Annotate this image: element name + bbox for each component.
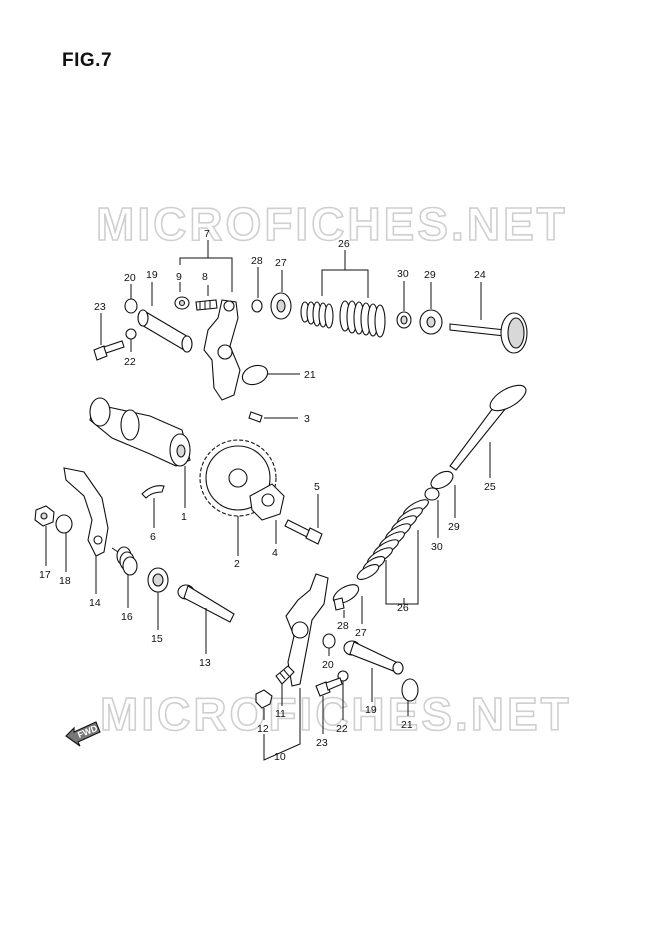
gasket-upper [241,364,269,386]
cotter-upper [251,299,263,313]
callout-16: 16 [121,611,133,623]
valve-seal-lower [424,487,440,501]
bolt-lower [315,677,343,697]
callout-19-top: 19 [146,269,158,281]
callout-18: 18 [59,575,71,587]
callout-17: 17 [39,569,51,581]
callout-3: 3 [304,413,310,425]
o-ring-upper [124,298,138,314]
valve-upper [449,312,528,354]
callout-27-top: 27 [275,257,287,269]
watermark-bottom: MICROFICHES.NET [100,688,572,740]
decomp-plate [249,483,285,521]
callout-8: 8 [202,271,208,283]
valve-springs-upper [300,300,386,338]
rocker-shaft-upper [137,309,193,353]
callout-23-top: 23 [94,301,106,313]
spring-seat-lower [430,470,454,490]
retainer-upper [270,292,292,320]
washer-left [55,514,73,534]
nut-left [34,505,55,527]
callout-28-bottom: 28 [337,620,349,632]
washer-upper [125,328,137,340]
camshaft [89,397,191,467]
gasket-lower [401,678,419,702]
callout-15: 15 [151,633,163,645]
decomp-shaft [177,584,235,623]
sprocket-bolt [284,519,323,545]
callout-labels: 7 8 9 19 20 23 22 28 27 26 30 29 24 21 3… [39,228,496,763]
callout-7: 7 [204,228,210,240]
dowel-pin [248,411,263,423]
callout-21-top: 21 [304,369,316,381]
callout-29-bottom: 29 [448,521,460,533]
forward-arrow: FWD [65,721,101,747]
torsion-spring [111,546,138,576]
callout-27-bottom: 27 [355,627,367,639]
callout-9: 9 [176,271,182,283]
callout-5: 5 [314,481,320,493]
callout-6: 6 [150,531,156,543]
callout-29-top: 29 [424,269,436,281]
callout-26-bottom: 26 [397,602,409,614]
watermark-top: MICROFICHES.NET [96,198,568,250]
callout-30-bottom: 30 [431,541,443,553]
callout-1: 1 [181,511,187,523]
callout-12: 12 [257,723,269,735]
callout-22-top: 22 [124,356,136,368]
callout-23-bottom: 23 [316,737,328,749]
callout-2: 2 [234,558,240,570]
adjust-nut-lower [255,689,273,709]
adjust-screw-lower [275,665,295,685]
callout-4: 4 [272,547,278,559]
callout-20-bottom: 20 [322,659,334,671]
callout-22-bottom: 22 [336,723,348,735]
callout-13: 13 [199,657,211,669]
callout-30-top: 30 [397,268,409,280]
bolt-upper [93,340,125,361]
valve-seal-upper [396,311,412,329]
rocker-arm-lower [285,573,329,687]
bush [147,567,169,593]
valve-springs-lower [356,499,429,580]
valve-lower [449,384,527,471]
cotter-lower [333,597,345,611]
callout-24: 24 [474,269,486,281]
callout-21-bottom: 21 [401,719,413,731]
callout-26-top: 26 [338,238,350,250]
callout-28-top: 28 [251,255,263,267]
cam-clip [141,485,165,499]
callout-19-bottom: 19 [365,704,377,716]
callout-14: 14 [89,597,101,609]
leader-lines [45,240,491,761]
rocker-arm-upper [203,299,241,401]
figure-title: FIG.7 [62,50,113,71]
o-ring-lower [322,633,336,649]
rocker-shaft-lower [343,640,404,675]
callout-25: 25 [484,481,496,493]
decomp-lever [63,467,109,557]
callout-11: 11 [275,708,286,720]
spring-seat-upper [419,309,443,335]
callout-20-top: 20 [124,272,136,284]
callout-10: 10 [274,751,286,763]
adjust-screw-upper [174,296,218,311]
